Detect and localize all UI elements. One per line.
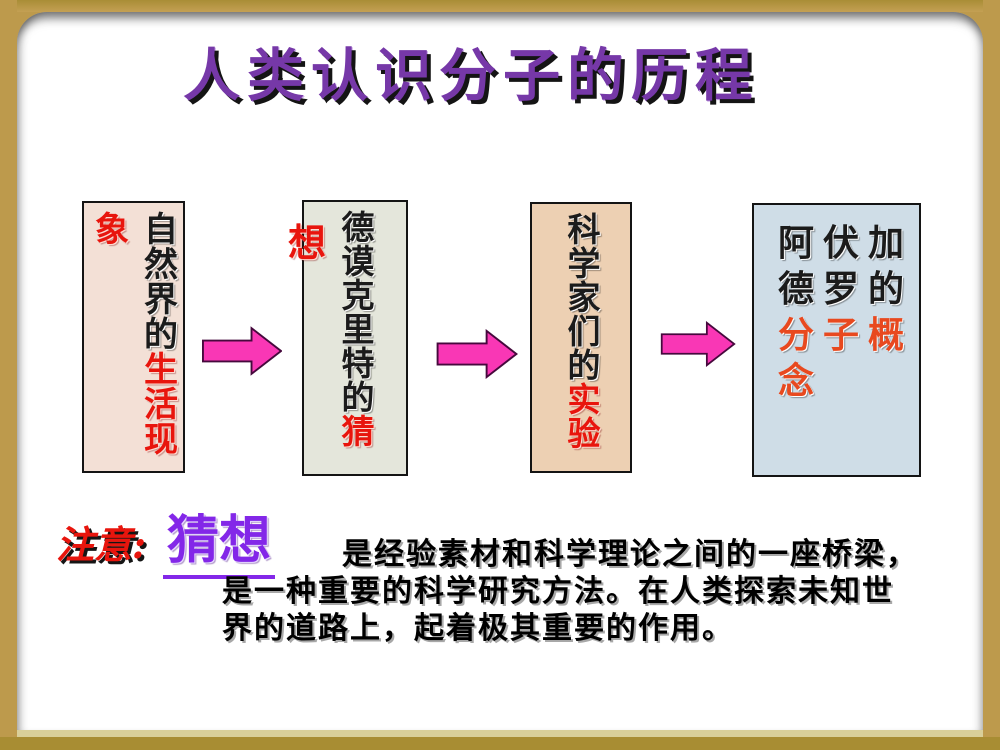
flow-box4-text: 阿伏加 德罗的 分子概 念 [760, 205, 913, 475]
flow-box1-red-text: 生活现象 [88, 211, 178, 456]
note-paragraph-line2: 是一种重要的科学研究方法。在人类探索未知世 [222, 574, 894, 609]
flow-box4-line3: 分子概 [777, 315, 913, 356]
flow-box2-text: 德谟克里特的猜 [331, 202, 379, 474]
note-paragraph-line1: 是经验素材和科学理论之间的一座桥梁， [342, 537, 918, 572]
frame-bottom-light-strip [17, 729, 983, 737]
flow-box-avogadro-molecule-concept: 阿伏加 德罗的 分子概 念 [752, 203, 921, 477]
flow-box2-wrapped-char: 想 [288, 221, 327, 265]
flow-box2-red-text: 猜 [336, 414, 375, 448]
note-paragraph: 是经验素材和科学理论之间的一座桥梁， 是一种重要的科学研究方法。在人类探索未知世… [222, 536, 957, 647]
flow-box3-black-text: 科学家们的 [562, 212, 601, 382]
right-arrow-icon-3 [660, 321, 736, 367]
frame-right-band [983, 0, 1000, 737]
arrow2-shape [436, 329, 518, 379]
flow-box4-line1: 阿伏加 [777, 223, 913, 264]
frame-top-band [0, 0, 1000, 12]
right-arrow-icon-1 [202, 326, 282, 376]
arrow1-shape [202, 326, 282, 376]
flow-box2-black-text: 德谟克里特的 [336, 210, 375, 414]
arrow3-shape [660, 321, 736, 367]
flow-box-natural-phenomena: 自然界的生活现象 [82, 201, 185, 473]
flow-box1-black-text: 自然界的 [137, 211, 178, 351]
right-arrow-icon-2 [436, 329, 518, 379]
flow-box-democritus-conjecture: 德谟克里特的猜 [302, 200, 408, 476]
slide-title: 人类认识分子的历程 [183, 43, 759, 109]
flow-box4-line2: 德罗的 [777, 269, 913, 310]
note-label: 注意: [56, 522, 147, 567]
note-keyword-underlined: 猜想 [163, 498, 276, 579]
flow-box3-text: 科学家们的实验 [557, 204, 605, 471]
note-paragraph-line3: 界的道路上，起着极其重要的作用。 [222, 611, 734, 646]
flow-box4-line4: 念 [777, 361, 823, 402]
frame-left-band [0, 0, 17, 737]
flow-box1-text: 自然界的生活现象 [85, 203, 183, 471]
frame-bottom-dark-strip [0, 737, 1000, 750]
flow-box-scientists-experiments: 科学家们的实验 [530, 202, 632, 473]
flow-box3-red-text: 实验 [562, 382, 601, 450]
